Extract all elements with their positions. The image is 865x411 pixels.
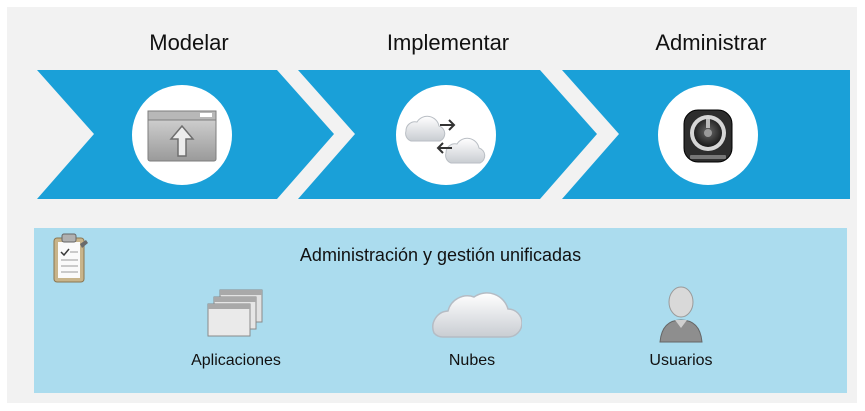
gauge-monitor-icon [683,109,733,163]
cloud-sync-icon [405,115,486,164]
item-label-nubes: Nubes [448,352,496,369]
window-upload-icon [147,110,217,162]
panel-title: Administración y gestión unificadas [299,245,582,265]
item-label-aplicaciones: Aplicaciones [191,352,281,369]
clipboard-checklist-icon [53,233,88,283]
stage-title-implementar: Implementar [386,30,510,55]
unified-management-panel: Administración y gestión unificadas Apli… [34,228,847,393]
cloud-icon [432,292,522,338]
stacked-windows-icon [207,289,263,337]
user-icon [659,286,703,343]
item-label-usuarios: Usuarios [649,352,713,369]
stage-title-modelar: Modelar [149,30,229,55]
stage-title-administrar: Administrar [655,30,767,55]
